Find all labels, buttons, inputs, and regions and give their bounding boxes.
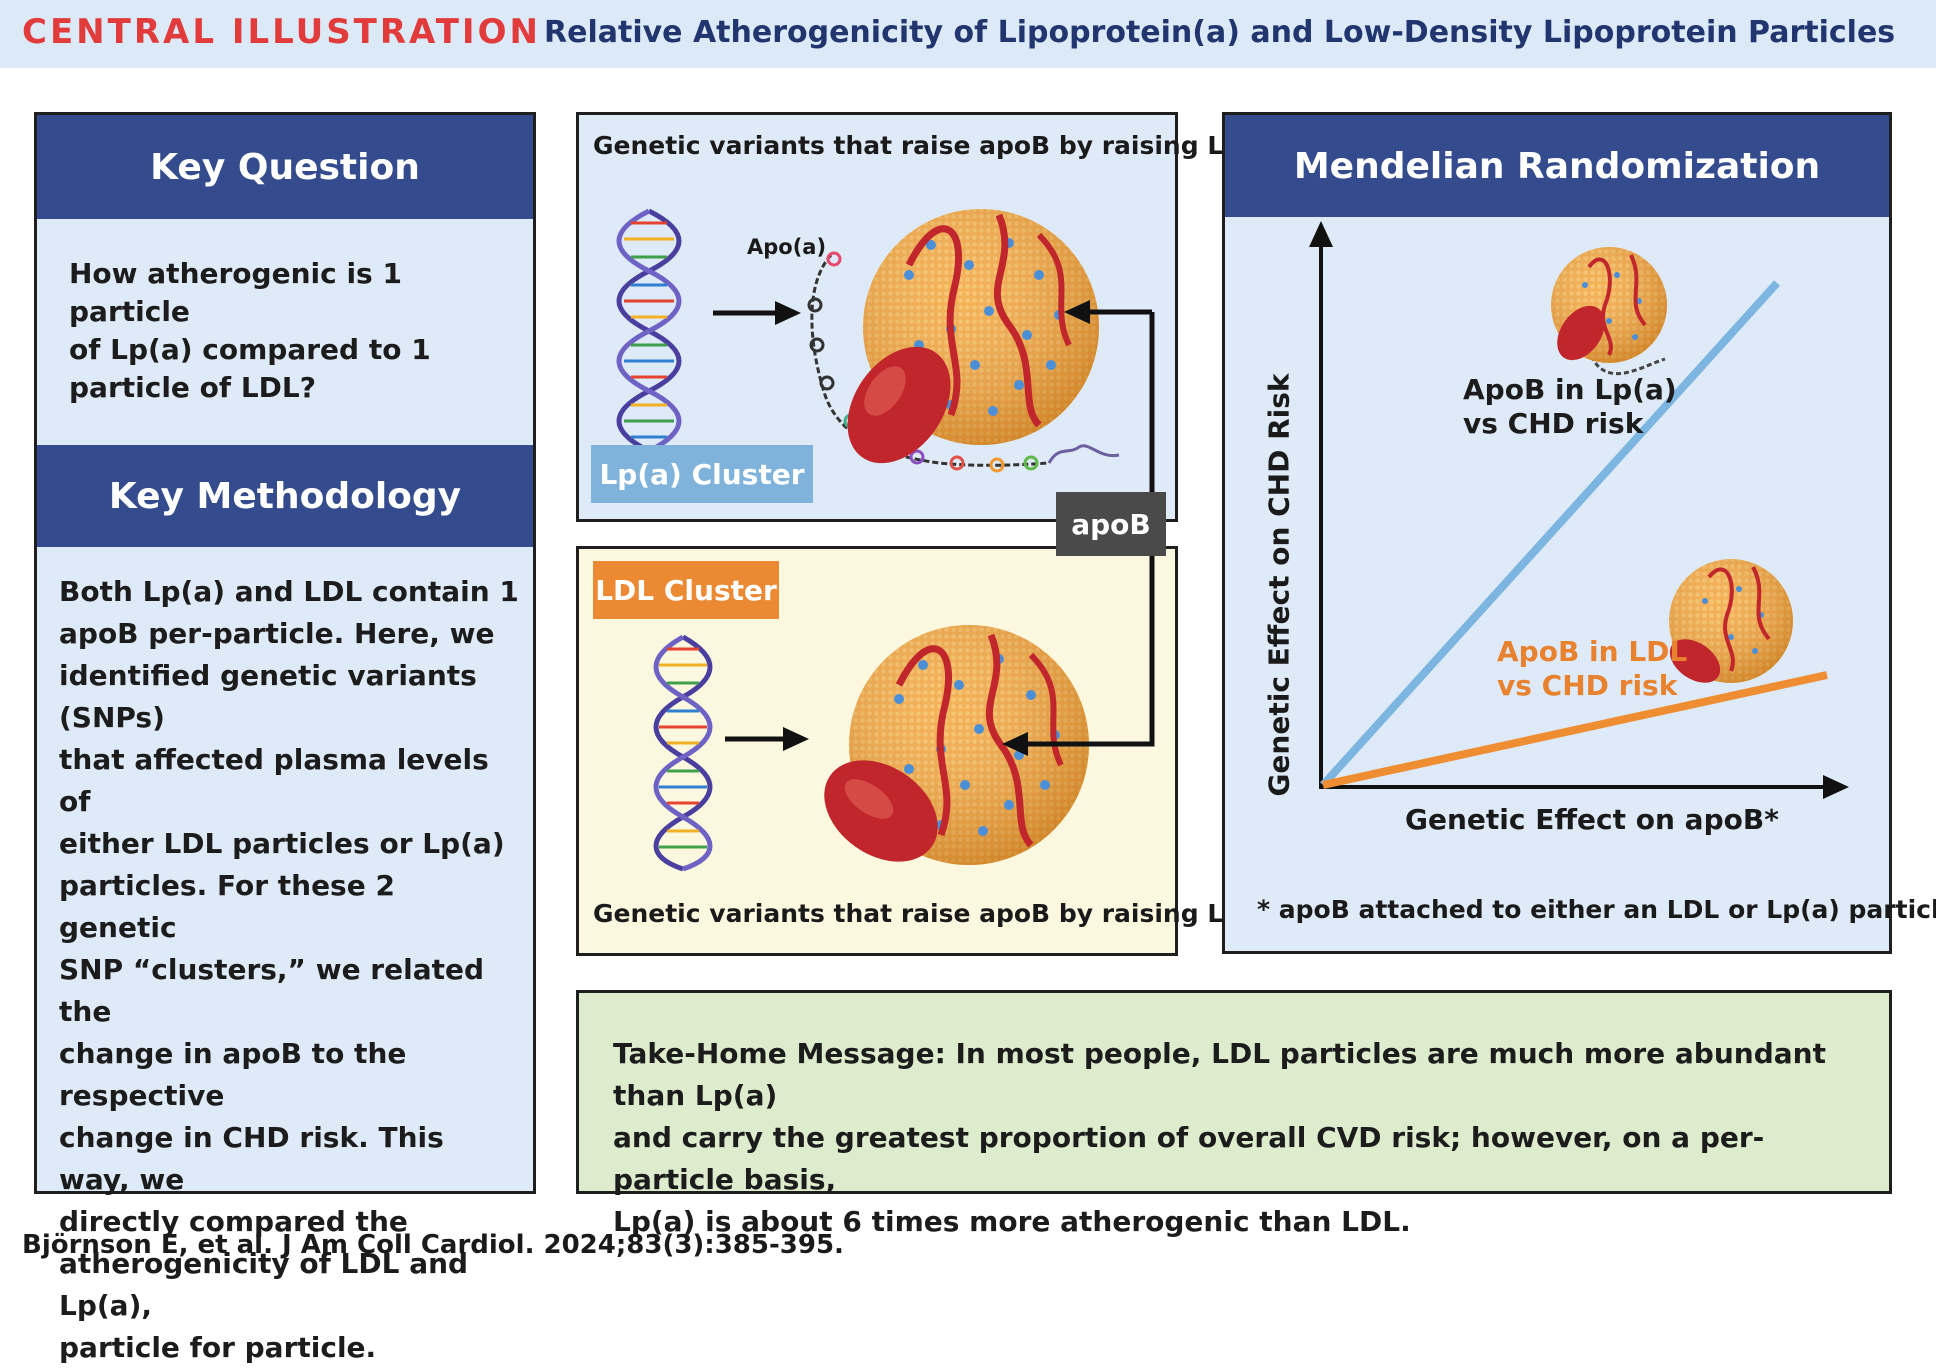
ldl-risk-line <box>1322 671 1828 789</box>
y-axis-label: Genetic Effect on CHD Risk <box>1262 373 1296 797</box>
mendelian-plot <box>1309 221 1849 799</box>
ldl-line-label: ApoB in LDL vs CHD risk <box>1497 635 1687 703</box>
apoa-chain <box>807 251 1120 473</box>
text-line: change in apoB to the respective <box>59 1037 407 1112</box>
mendelian-randomization-panel: Mendelian Randomization <box>1222 112 1936 954</box>
x-axis <box>1319 775 1849 799</box>
text-line: particle of LDL? <box>69 371 316 404</box>
dna-helix-icon <box>653 634 713 872</box>
lpa-illustration <box>616 208 1120 473</box>
ldl-cluster-panel: LDL Cluster <box>576 546 1260 956</box>
text-line: Lp(a) is about 6 times more atherogenic … <box>613 1205 1411 1238</box>
ldl-illustration <box>653 625 1089 872</box>
y-axis <box>1309 221 1333 787</box>
text-line: ApoB in LDL <box>1497 635 1688 668</box>
left-panel: Key Question How atherogenic is 1 partic… <box>34 112 536 1364</box>
citation: Björnson E, et al. J Am Coll Cardiol. 20… <box>22 1230 844 1260</box>
key-methodology-text: Both Lp(a) and LDL contain 1 apoB per-pa… <box>59 571 519 1369</box>
arrow-right-icon <box>725 727 809 751</box>
x-axis-label: Genetic Effect on apoB* <box>1405 803 1779 836</box>
mendelian-heading: Mendelian Randomization <box>1225 115 1889 217</box>
connector-lines <box>1002 300 1155 756</box>
text-line: How atherogenic is 1 particle <box>69 257 402 328</box>
text-line: change in CHD risk. This way, we <box>59 1121 444 1196</box>
text-line: SNP “clusters,” we related the <box>59 953 485 1028</box>
text-line: Both Lp(a) and LDL contain 1 <box>59 575 519 608</box>
page-title: Relative Atherogenicity of Lipoprotein(a… <box>544 15 1896 50</box>
take-home-panel: Take-Home Message: In most people, LDL p… <box>576 990 1892 1238</box>
apoa-label: Apo(a) <box>747 235 827 259</box>
lpa-cluster-badge: Lp(a) Cluster <box>591 445 813 503</box>
text-line: either LDL particles or Lp(a) <box>59 827 505 860</box>
arrow-right-icon <box>713 301 801 325</box>
ldl-cluster-badge: LDL Cluster <box>593 561 779 619</box>
text-line: particles. For these 2 genetic <box>59 869 395 944</box>
text-line: directly compared the <box>59 1205 408 1238</box>
key-methodology-heading: Key Methodology <box>37 445 533 547</box>
key-question-heading: Key Question <box>37 115 533 219</box>
plot-footnote: * apoB attached to either an LDL or Lp(a… <box>1257 895 1936 924</box>
text-line: apoB per-particle. Here, we <box>59 617 495 650</box>
text-line: Take-Home Message: In most people, LDL p… <box>613 1037 1826 1112</box>
arrow-left-icon <box>1002 732 1028 756</box>
ldl-particle-small <box>1669 559 1793 683</box>
text-line: vs CHD risk <box>1463 407 1644 440</box>
apob-connector <box>1002 300 1155 756</box>
lpa-caption: Genetic variants that raise apoB by rais… <box>593 131 1281 160</box>
text-line: identified genetic variants (SNPs) <box>59 659 477 734</box>
ldl-caption: Genetic variants that raise apoB by rais… <box>593 899 1260 928</box>
apob-label: apoB <box>1056 492 1166 556</box>
lpa-cluster-panel: Genetic variants that raise apoB by rais… <box>576 112 1281 522</box>
dna-helix-icon <box>616 208 682 454</box>
header-label: CENTRAL ILLUSTRATION <box>22 12 541 52</box>
key-question-text: How atherogenic is 1 particle of Lp(a) c… <box>69 255 509 407</box>
arrow-left-icon <box>1064 300 1090 324</box>
lpa-risk-line <box>1320 280 1780 788</box>
header-bar <box>0 0 1936 68</box>
text-line: ApoB in Lp(a) <box>1463 373 1677 406</box>
lpa-particle <box>847 209 1099 464</box>
take-home-text: Take-Home Message: In most people, LDL p… <box>613 1033 1853 1243</box>
text-line: particle for particle. <box>59 1331 377 1364</box>
lpa-line-label: ApoB in Lp(a) vs CHD risk <box>1463 373 1677 441</box>
text-line: vs CHD risk <box>1497 669 1678 702</box>
text-line: and carry the greatest proportion of ove… <box>613 1121 1765 1196</box>
text-line: that affected plasma levels of <box>59 743 489 818</box>
text-line: of Lp(a) compared to 1 <box>69 333 431 366</box>
ldl-particle <box>824 625 1089 865</box>
lpa-particle-small <box>1551 247 1667 376</box>
